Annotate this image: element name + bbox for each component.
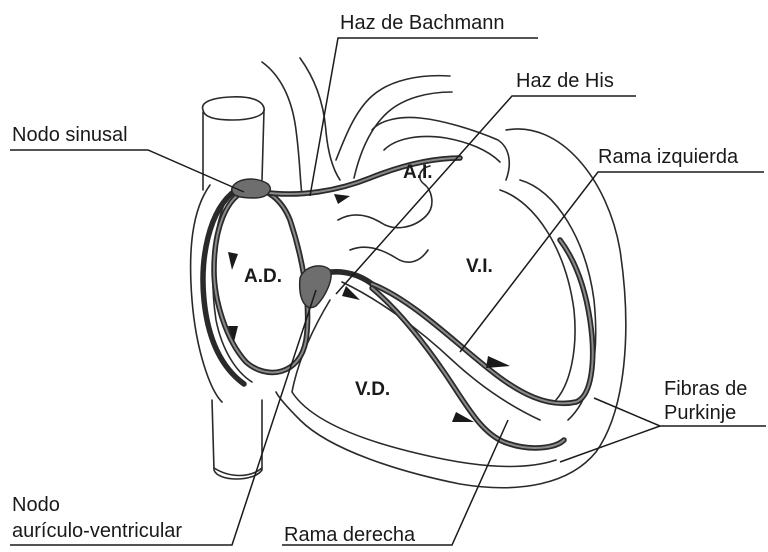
vena-cava-wall-right	[262, 110, 264, 180]
label-fibras-2: Purkinje	[664, 402, 736, 424]
av-node	[300, 266, 331, 308]
label-fibras-1: Fibras de	[664, 378, 747, 400]
chamber-label-ad: A.D.	[244, 266, 282, 287]
tricuspid-region	[350, 247, 428, 262]
label-rama-derecha: Rama derecha	[284, 524, 416, 546]
aorta-inner	[300, 58, 340, 180]
pulmonary-trunk	[336, 76, 450, 160]
leader-fibras-2	[560, 426, 660, 462]
label-nodo-av-2: aurículo-ventricular	[12, 520, 182, 542]
label-nodo-av-1: Nodo	[12, 494, 60, 516]
inferior-vena-cava	[212, 400, 262, 479]
aorta-outer	[262, 62, 302, 195]
arrow-his	[342, 286, 360, 300]
label-rama-izquierda: Rama izquierda	[598, 146, 739, 168]
right-bundle-branch-inner	[372, 288, 564, 448]
left-ventricle-apex-inner	[500, 190, 575, 400]
leader-rama-izquierda	[460, 172, 764, 352]
label-nodo-sinusal: Nodo sinusal	[12, 124, 128, 146]
chamber-label-vi: V.I.	[466, 256, 493, 277]
chamber-label-ai: A.I.	[403, 162, 433, 183]
superior-vena-cava	[203, 97, 265, 120]
chamber-label-vd: V.D.	[355, 379, 390, 400]
right-bundle-branch	[372, 288, 564, 448]
arrow-left-branch	[486, 356, 510, 368]
arrow-ra-1	[228, 252, 238, 270]
arrow-bachmann	[334, 194, 350, 204]
label-bachmann: Haz de Bachmann	[340, 12, 505, 34]
label-his: Haz de His	[516, 70, 614, 92]
